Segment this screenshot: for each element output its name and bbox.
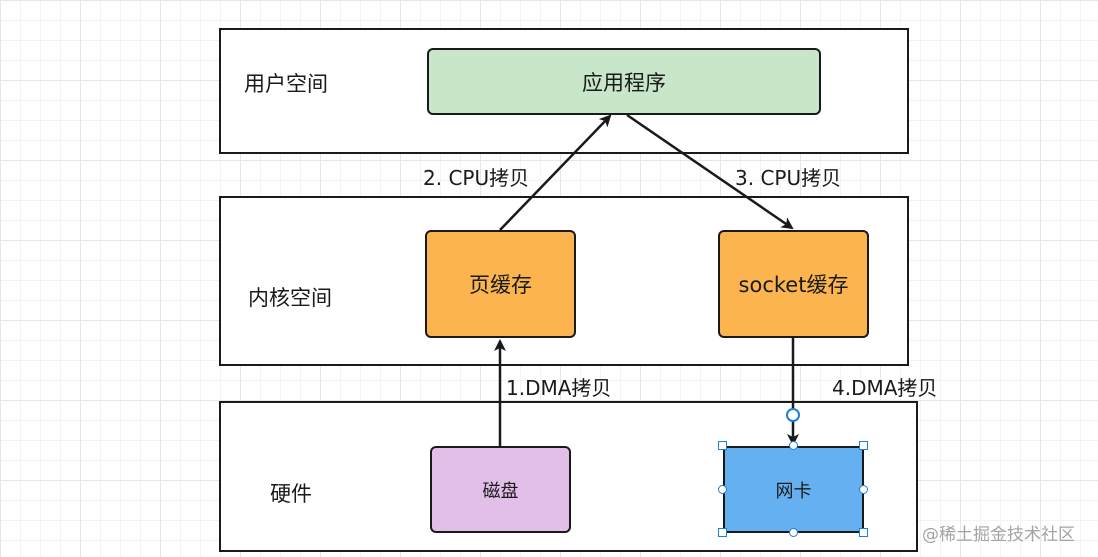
kernel-space-label: 内核空间: [248, 286, 332, 310]
resize-handle-bottom-right[interactable]: [859, 528, 868, 537]
edge-label-step3: 3. CPU拷贝: [735, 166, 842, 190]
watermark: @稀土掘金技术社区: [922, 525, 1075, 545]
application-node[interactable]: 应用程序: [427, 48, 821, 115]
arrow-application-to-socket-cache: [626, 113, 794, 230]
edge-label-step1: 1.DMA拷贝: [506, 376, 612, 400]
resize-handle-top-right[interactable]: [859, 441, 868, 450]
resize-handle-top-left[interactable]: [718, 441, 727, 450]
hardware-label: 硬件: [270, 482, 312, 506]
page-cache-node[interactable]: 页缓存: [425, 230, 576, 338]
resize-handle-right[interactable]: [859, 485, 868, 494]
resize-handle-left[interactable]: [718, 485, 727, 494]
resize-handle-top[interactable]: [789, 441, 798, 450]
resize-handle-bottom-left[interactable]: [718, 528, 727, 537]
edge-label-step4: 4.DMA拷贝: [832, 376, 938, 400]
disk-node[interactable]: 磁盘: [430, 446, 571, 533]
socket-cache-node[interactable]: socket缓存: [718, 230, 869, 338]
resize-handle-bottom[interactable]: [789, 528, 798, 537]
arrow-page-cache-to-application: [499, 114, 612, 231]
edge-label-step2: 2. CPU拷贝: [423, 166, 530, 190]
user-space-label: 用户空间: [244, 72, 328, 96]
connection-point-handle[interactable]: [786, 408, 800, 422]
